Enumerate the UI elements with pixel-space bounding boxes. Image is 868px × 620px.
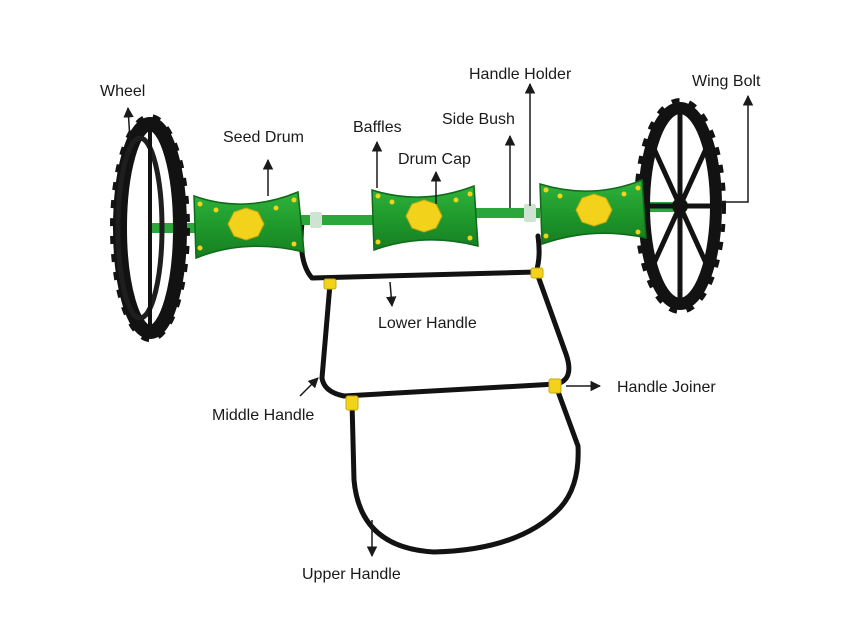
upper-handle: [349, 383, 581, 555]
side-bush: [524, 204, 536, 222]
label-baffles: Baffles: [353, 119, 402, 136]
drum-cap: [575, 193, 613, 227]
joiner: [548, 378, 562, 394]
label-upper-handle: Upper Handle: [302, 566, 401, 583]
seed-drum-middle: [371, 184, 479, 252]
arrow-wing-bolt: [722, 94, 754, 203]
seed-drum-right: [539, 178, 647, 246]
joiner: [323, 278, 337, 290]
handle-joiners: [323, 267, 562, 411]
label-wheel: Wheel: [100, 83, 145, 100]
label-handle-holder: Handle Holder: [469, 66, 572, 83]
label-drum-cap: Drum Cap: [398, 151, 471, 168]
left-wheel: [110, 114, 190, 342]
label-seed-drum: Seed Drum: [223, 129, 304, 146]
drum-cap: [405, 199, 443, 233]
label-handle-joiner: Handle Joiner: [617, 379, 716, 396]
side-bush: [310, 212, 322, 228]
seed-drum-left: [193, 190, 305, 260]
middle-handle: [319, 273, 572, 399]
label-side-bush: Side Bush: [442, 111, 515, 128]
leader-arrows: [123, 82, 754, 558]
label-lower-handle: Lower Handle: [378, 315, 477, 332]
labels: Wheel Seed Drum Baffles Drum Cap Side Bu…: [100, 66, 761, 583]
label-wing-bolt: Wing Bolt: [692, 73, 761, 90]
label-middle-handle: Middle Handle: [212, 407, 314, 424]
arrow-lower-handle: [385, 281, 397, 308]
joiner: [345, 395, 359, 411]
right-wheel: [634, 98, 726, 314]
joiner: [530, 267, 544, 279]
drum-cap: [227, 207, 265, 241]
arrow-wheel: [123, 106, 134, 141]
arrow-middle-handle: [299, 377, 319, 397]
